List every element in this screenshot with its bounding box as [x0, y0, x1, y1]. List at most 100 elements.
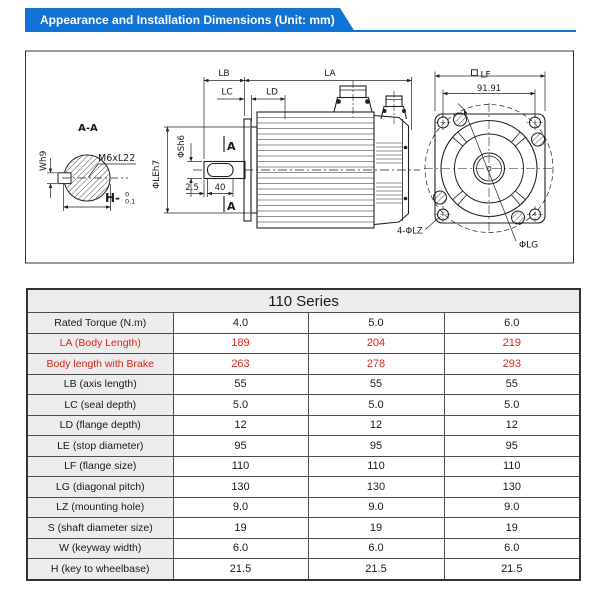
- row-value: 110: [443, 455, 581, 477]
- dim-40-label: 40: [215, 183, 226, 193]
- technical-drawing: A-A Wh9 M6xL22 H- 0 0.1: [25, 50, 574, 264]
- row-label: LF (flange size): [26, 455, 174, 477]
- key-spec-label: M6xL22: [98, 153, 135, 164]
- dim-91-label: 91.91: [477, 84, 501, 94]
- row-value: 293: [443, 353, 581, 375]
- row-label: LE (stop diameter): [26, 435, 174, 457]
- row-label: LC (seal depth): [26, 394, 174, 416]
- row-label: W (keyway width): [26, 537, 174, 559]
- row-value: 5.0: [307, 312, 445, 334]
- flange-spokes: [452, 131, 526, 206]
- dim-lb-label: LB: [218, 69, 229, 79]
- dim-le-label: ΦLEh7: [152, 160, 162, 189]
- row-value: 55: [443, 373, 581, 395]
- section-banner: Appearance and Installation Dimensions (…: [25, 8, 355, 32]
- row-label: H (key to wheelbase): [26, 558, 174, 580]
- row-value: 19: [443, 517, 581, 539]
- section-marker-bottom: A: [227, 200, 236, 213]
- row-value: 19: [172, 517, 309, 539]
- row-label: LD (flange depth): [26, 414, 174, 436]
- row-value: 21.5: [443, 558, 581, 580]
- row-value: 95: [443, 435, 581, 457]
- table-title-row: 110 Series: [26, 288, 581, 313]
- row-value: 21.5: [307, 558, 445, 580]
- row-value: 9.0: [307, 496, 445, 518]
- row-label: LG (diagonal pitch): [26, 476, 174, 498]
- row-value: 12: [307, 414, 445, 436]
- row-value: 110: [172, 455, 309, 477]
- row-value: 12: [443, 414, 581, 436]
- row-value: 130: [172, 476, 309, 498]
- cover-screws: [433, 112, 545, 225]
- section-title-label: A-A: [78, 123, 98, 134]
- row-value: 95: [307, 435, 445, 457]
- drawing-frame: [25, 50, 574, 264]
- row-label: LZ (mounting hole): [26, 496, 174, 518]
- banner-underline: [25, 30, 576, 32]
- row-value: 5.0: [307, 394, 445, 416]
- row-value: 95: [172, 435, 309, 457]
- table-title: 110 Series: [26, 288, 581, 313]
- row-value: 9.0: [443, 496, 581, 518]
- row-value: 110: [307, 455, 445, 477]
- row-value: 204: [307, 332, 445, 354]
- row-value: 55: [307, 373, 445, 395]
- row-value: 278: [307, 353, 445, 375]
- row-value: 6.0: [307, 537, 445, 559]
- row-value: 19: [307, 517, 445, 539]
- square-symbol: [471, 69, 478, 77]
- row-value: 5.0: [443, 394, 581, 416]
- row-value: 6.0: [443, 537, 581, 559]
- keyway-width-label: Wh9: [39, 150, 49, 171]
- dim-lc-label: LC: [221, 88, 232, 98]
- row-value: 6.0: [443, 312, 581, 334]
- row-value: 21.5: [172, 558, 309, 580]
- row-value: 130: [443, 476, 581, 498]
- row-label: LA (Body Length): [26, 332, 174, 354]
- h-dimension-label: H- 0 0.1: [105, 182, 135, 207]
- row-value: 6.0: [172, 537, 309, 559]
- section-marker-top: A: [227, 140, 236, 153]
- shaft-section-view: A-A Wh9 M6xL22 H- 0 0.1: [39, 123, 136, 211]
- rear-ribs: [376, 142, 402, 204]
- row-value: 189: [172, 332, 309, 354]
- side-view-dimensions: LB LA LC LD ΦLEh7 ΦSh6 2.5 40 A A: [152, 69, 412, 214]
- row-value: 55: [172, 373, 309, 395]
- row-label: S (shaft diameter size): [26, 517, 174, 539]
- row-value: 9.0: [172, 496, 309, 518]
- row-label: LB (axis length): [26, 373, 174, 395]
- row-label: Rated Torque (N.m): [26, 312, 174, 334]
- dim-2-5-label: 2.5: [185, 183, 199, 193]
- flange-front-view: [424, 103, 554, 234]
- row-value: 130: [307, 476, 445, 498]
- dim-lg-label: ΦLG: [519, 241, 538, 251]
- row-value: 4.0: [172, 312, 309, 334]
- connector-main: [333, 81, 373, 117]
- row-value: 5.0: [172, 394, 309, 416]
- row-label: Body length with Brake: [26, 353, 174, 375]
- dim-lf-label: LF: [481, 71, 491, 81]
- dim-ld-label: LD: [266, 88, 278, 98]
- dim-shaft-label: ΦSh6: [177, 135, 187, 158]
- front-view-dimensions: LF 91.91 4-ΦLZ ΦLG: [397, 69, 546, 251]
- dim-la-label: LA: [324, 69, 336, 79]
- row-value: 12: [172, 414, 309, 436]
- row-value: 263: [172, 353, 309, 375]
- row-value: 219: [443, 332, 581, 354]
- section-title: Appearance and Installation Dimensions (…: [40, 13, 335, 27]
- dim-lz-label: 4-ΦLZ: [397, 227, 423, 237]
- connector-rear: [380, 91, 408, 124]
- motor-side-view: [193, 81, 420, 229]
